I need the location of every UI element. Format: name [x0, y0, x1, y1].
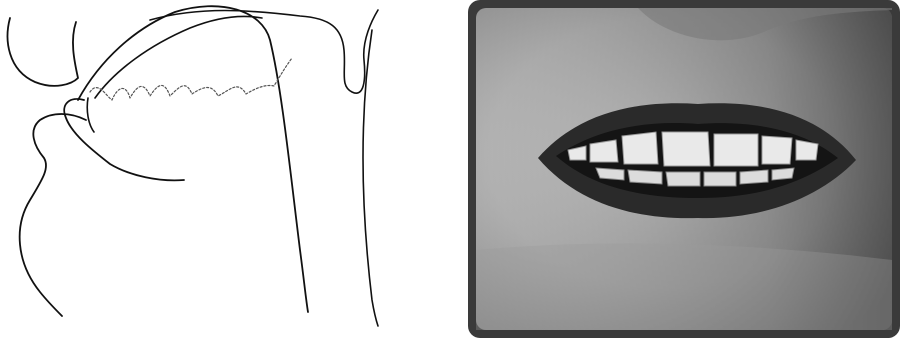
mouth-photograph — [468, 0, 900, 338]
incisor-curve — [87, 98, 94, 132]
maxilla-contour — [95, 16, 262, 98]
chin-outline — [20, 114, 86, 316]
dental-profile-drawing — [0, 0, 440, 338]
palate-curve — [78, 6, 308, 312]
chin-tone — [476, 243, 892, 330]
lower-lip-chin — [64, 99, 184, 180]
tooth-outline-dotted — [90, 58, 292, 100]
upper-lip-outline — [8, 18, 78, 86]
skull-line — [150, 10, 378, 93]
